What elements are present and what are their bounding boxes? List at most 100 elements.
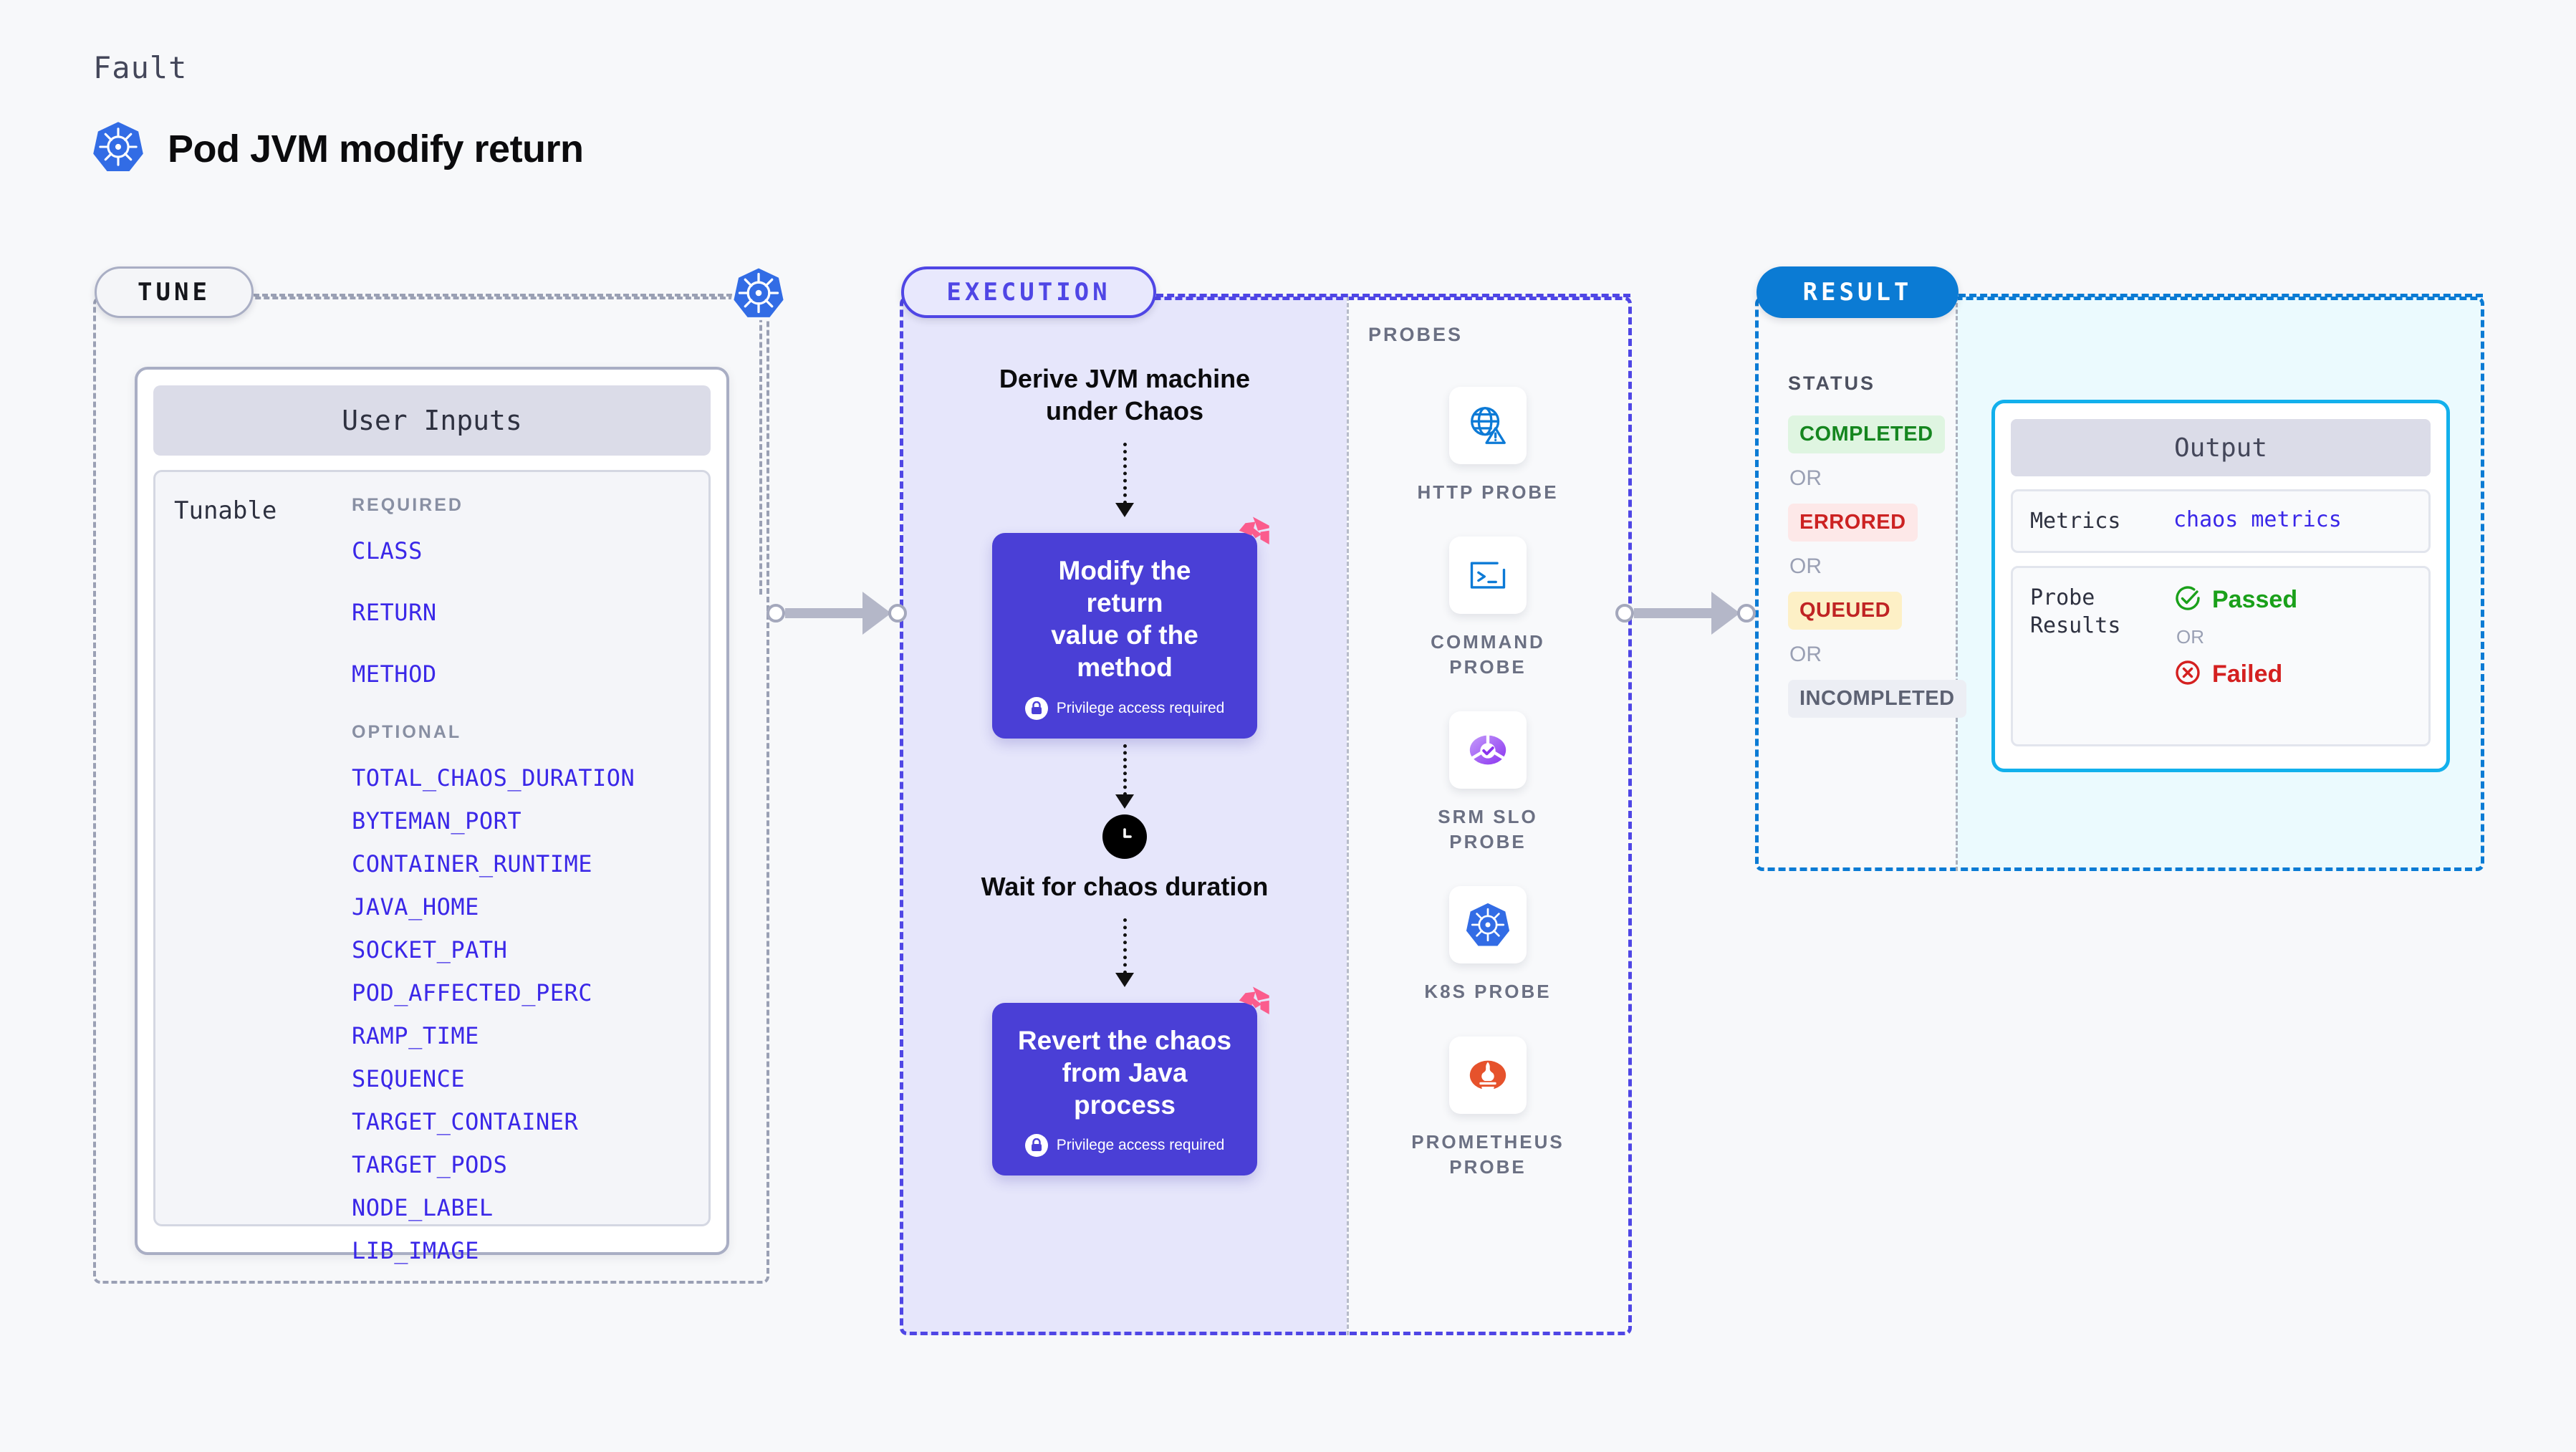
prometheus-icon: [1449, 1036, 1527, 1114]
probe-label: K8S PROBE: [1424, 981, 1552, 1003]
lock-icon: [1024, 696, 1048, 720]
fault-eyebrow: Fault: [93, 50, 188, 85]
kubernetes-icon: [731, 265, 787, 324]
execution-box-modify-return[interactable]: Modify the return value of the method Pr…: [992, 516, 1269, 739]
status-or-label: OR: [1789, 643, 1822, 666]
probe-srm-slo[interactable]: SRM SLO PROBE: [1354, 711, 1622, 855]
failed-label: Failed: [2212, 660, 2283, 688]
probes-section-title: PROBES: [1368, 324, 1464, 345]
param-item[interactable]: CLASS: [352, 537, 423, 564]
execution-box-revert-chaos[interactable]: Revert the chaos from Java process Privi…: [992, 986, 1269, 1175]
status-or-label: OR: [1789, 554, 1822, 578]
param-item[interactable]: JAVA_HOME: [352, 893, 479, 920]
connector-end-dot: [1737, 604, 1756, 622]
user-inputs-body: Tunable REQUIRED CLASS RETURN METHOD OPT…: [153, 470, 711, 1264]
probe-prometheus[interactable]: PROMETHEUS PROBE: [1354, 1036, 1622, 1180]
connector-execution-to-result: [1615, 592, 1756, 635]
status-badge: INCOMPLETED: [1788, 680, 1966, 718]
probe-result-or: OR: [2176, 626, 2204, 648]
param-item[interactable]: LIB_IMAGE: [352, 1237, 479, 1264]
clock-icon: [1102, 814, 1147, 859]
output-row-probe-results: Probe Results Passed OR: [2011, 566, 2431, 746]
optional-params: TOTAL_CHAOS_DURATION BYTEMAN_PORT CONTAI…: [352, 764, 701, 1264]
metrics-value[interactable]: chaos metrics: [2173, 507, 2342, 532]
user-inputs-title: User Inputs: [153, 385, 711, 456]
param-item[interactable]: SEQUENCE: [352, 1065, 466, 1092]
check-circle-icon: [2173, 584, 2202, 616]
probes-list: HTTP PROBE COMMAND PROBE: [1354, 387, 1622, 1180]
status-badge: COMPLETED: [1788, 415, 1945, 453]
connector-arrowhead: [862, 592, 891, 635]
param-item[interactable]: RAMP_TIME: [352, 1022, 479, 1049]
privilege-text: Privilege access required: [1056, 1136, 1225, 1153]
tune-zone: [93, 297, 769, 1284]
status-list: COMPLETED OR ERRORED OR QUEUED OR INCOMP…: [1788, 415, 1966, 718]
param-item[interactable]: TARGET_PODS: [352, 1151, 508, 1178]
execution-zone: [900, 297, 1632, 1335]
execution-leader-line: [1156, 294, 1630, 297]
globe-warning-icon: [1449, 387, 1527, 464]
output-card: Output Metrics chaos metrics Probe Resul…: [1991, 400, 2450, 772]
result-leader-line: [1959, 294, 2483, 297]
param-item[interactable]: TARGET_CONTAINER: [352, 1108, 579, 1135]
probe-label: PROMETHEUS PROBE: [1411, 1130, 1565, 1178]
status-or-label: OR: [1789, 466, 1822, 490]
probe-results-key: Probe Results: [2030, 585, 2121, 638]
parameters-list: REQUIRED CLASS RETURN METHOD OPTIONAL TO…: [352, 491, 701, 1264]
param-item[interactable]: CONTAINER_RUNTIME: [352, 850, 593, 878]
required-group-title: REQUIRED: [352, 495, 463, 515]
probe-result-passed: Passed: [2173, 584, 2297, 616]
probe-k8s[interactable]: K8S PROBE: [1354, 886, 1622, 1004]
probe-result-failed: Failed: [2173, 658, 2297, 691]
page-title-row: Pod JVM modify return: [92, 120, 584, 177]
execution-pill[interactable]: EXECUTION: [901, 266, 1156, 318]
param-item[interactable]: NODE_LABEL: [352, 1194, 494, 1221]
status-badge: QUEUED: [1788, 592, 1903, 630]
param-item[interactable]: RETURN: [352, 599, 437, 626]
privilege-note: Privilege access required: [1017, 1133, 1233, 1157]
status-badge: ERRORED: [1788, 504, 1918, 542]
optional-group-title: OPTIONAL: [352, 722, 462, 742]
litmus-chaos-icon: [1233, 514, 1273, 558]
output-row-metrics: Metrics chaos metrics: [2011, 489, 2431, 553]
tune-drop-line: [759, 308, 762, 595]
param-item[interactable]: SOCKET_PATH: [352, 936, 508, 963]
probe-results-values: Passed OR Failed: [2173, 584, 2297, 729]
connector-end-dot: [888, 604, 907, 622]
tune-pill[interactable]: TUNE: [95, 266, 254, 318]
litmus-chaos-icon: [1233, 984, 1273, 1028]
param-item[interactable]: METHOD: [352, 660, 437, 688]
connector-start-dot: [1615, 604, 1634, 622]
tune-leader-line: [254, 294, 741, 297]
execution-step-wait: Wait for chaos duration: [981, 871, 1269, 901]
execution-step-derive: Derive JVM machine under Chaos: [999, 364, 1251, 425]
tunable-label: Tunable: [174, 496, 277, 525]
connector-bar: [785, 608, 864, 618]
connector-start-dot: [766, 604, 785, 622]
result-pill[interactable]: RESULT: [1756, 266, 1959, 318]
user-inputs-card: User Inputs Tunable REQUIRED CLASS RETUR…: [135, 367, 729, 1264]
probe-label: HTTP PROBE: [1417, 481, 1559, 503]
output-title: Output: [2011, 419, 2431, 476]
probes-divider: [1347, 297, 1349, 1335]
param-item[interactable]: TOTAL_CHAOS_DURATION: [352, 764, 635, 792]
param-item[interactable]: BYTEMAN_PORT: [352, 807, 522, 835]
page-title: Pod JVM modify return: [168, 127, 584, 170]
result-zone: [1755, 297, 2484, 871]
probe-command[interactable]: COMMAND PROBE: [1354, 537, 1622, 680]
kubernetes-icon: [1449, 886, 1527, 964]
privilege-note: Privilege access required: [1017, 696, 1233, 720]
result-status-fill: [1758, 297, 1956, 871]
connector-arrowhead: [1711, 592, 1740, 635]
metrics-key: Metrics: [2030, 509, 2121, 534]
passed-label: Passed: [2212, 586, 2298, 613]
kubernetes-icon: [92, 120, 145, 177]
probe-label: COMMAND PROBE: [1431, 631, 1545, 678]
param-item[interactable]: POD_AFFECTED_PERC: [352, 979, 593, 1006]
required-params: CLASS RETURN METHOD: [352, 537, 701, 688]
probe-http[interactable]: HTTP PROBE: [1354, 387, 1622, 505]
execution-box-title: Modify the return value of the method: [1051, 556, 1198, 683]
privilege-text: Privilege access required: [1056, 699, 1225, 716]
result-divider: [1956, 297, 1958, 871]
